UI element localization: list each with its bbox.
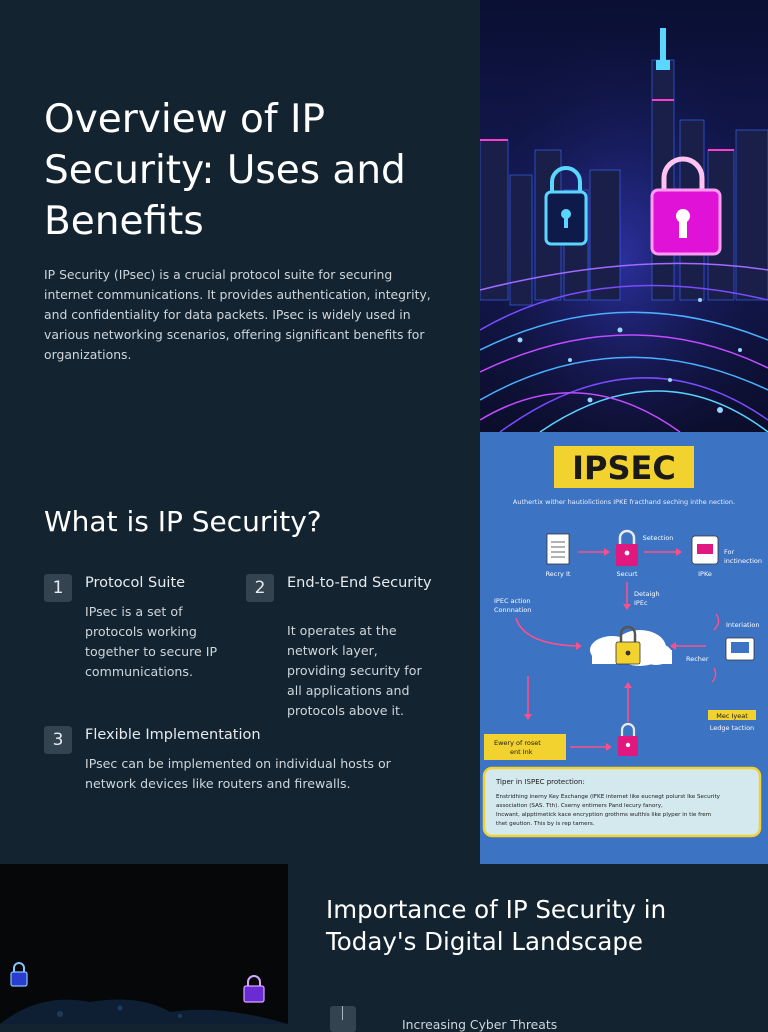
importance-section: Importance of IP Security in Today's Dig… bbox=[0, 864, 768, 1032]
section-title-importance: Importance of IP Security in Today's Dig… bbox=[326, 895, 667, 956]
feature-title: Protocol Suite bbox=[85, 575, 186, 591]
document-icon bbox=[546, 533, 570, 565]
what-is-section: What is IP Security? 1 Protocol Suite IP… bbox=[0, 432, 768, 864]
svg-text:thet geution. This by is rep t: thet geution. This by is rep tamers. bbox=[496, 821, 595, 827]
svg-text:Ledge taction: Ledge taction bbox=[710, 724, 754, 732]
svg-text:ent Ink: ent Ink bbox=[510, 748, 533, 756]
svg-text:Mec Iyeat: Mec Iyeat bbox=[716, 712, 748, 720]
svg-text:Authertix wither hautioliction: Authertix wither hautiolictions IPKE fra… bbox=[513, 498, 735, 506]
pink-lock-icon bbox=[650, 156, 722, 256]
svg-text:inctinection: inctinection bbox=[724, 557, 762, 565]
svg-text:IPEc: IPEc bbox=[634, 599, 648, 607]
number-badge: 1 bbox=[44, 574, 72, 602]
bullet-connector bbox=[342, 1006, 343, 1020]
svg-text:IPEC action: IPEC action bbox=[494, 597, 531, 605]
svg-text:Tiper in ISPEC protection:: Tiper in ISPEC protection: bbox=[495, 778, 585, 786]
svg-text:Recher: Recher bbox=[686, 655, 709, 663]
feature-description: IPsec can be implemented on individual h… bbox=[85, 756, 391, 791]
svg-text:Ewery of roset: Ewery of roset bbox=[494, 739, 541, 747]
bullet-marker bbox=[330, 1006, 356, 1032]
feature-description: IPsec is a set of protocols working toge… bbox=[85, 604, 218, 679]
section-title-what-is: What is IP Security? bbox=[44, 505, 322, 538]
svg-text:Setection: Setection bbox=[643, 534, 674, 542]
feature-title: Flexible Implementation bbox=[85, 727, 261, 743]
svg-text:Recry It: Recry It bbox=[546, 570, 571, 578]
intro-paragraph: IP Security (IPsec) is a crucial protoco… bbox=[44, 267, 431, 362]
world-map-locks-image bbox=[0, 864, 288, 1024]
svg-text:Detaigh: Detaigh bbox=[634, 590, 660, 598]
svg-text:Interiation: Interiation bbox=[726, 621, 760, 629]
feature-title: End-to-End Security bbox=[287, 575, 432, 591]
cloud-lock-icon bbox=[590, 625, 672, 666]
device-icon bbox=[691, 535, 719, 565]
overview-section: Overview of IP Security: Uses and Benefi… bbox=[0, 0, 768, 432]
pink-lock-icon bbox=[616, 529, 638, 566]
svg-text:Securt: Securt bbox=[616, 570, 637, 578]
svg-text:Enstridhing inerny Key Exchang: Enstridhing inerny Key Exchange (IFKE in… bbox=[496, 794, 721, 800]
svg-text:association (SAS. Tth). Cserny: association (SAS. Tth). Cserny entimers … bbox=[496, 803, 663, 809]
computer-icon bbox=[725, 637, 755, 661]
small-lock-icon bbox=[243, 975, 265, 1003]
svg-text:Incwant, alpptimetick kace enc: Incwant, alpptimetick kace encryption gr… bbox=[496, 812, 711, 818]
ipsec-diagram-image: IPSEC Authertix wither hautiolictions IP… bbox=[480, 432, 768, 864]
small-pink-lock-icon bbox=[618, 722, 638, 756]
svg-text:IPKe: IPKe bbox=[698, 570, 712, 578]
svg-text:Connnation: Connnation bbox=[494, 606, 531, 614]
neon-city-locks-image bbox=[480, 0, 768, 432]
blue-lock-icon bbox=[544, 166, 588, 246]
bullet-text: Increasing Cyber Threats bbox=[402, 1017, 558, 1032]
page-title: Overview of IP Security: Uses and Benefi… bbox=[44, 97, 406, 244]
svg-text:For: For bbox=[724, 548, 734, 556]
number-badge: 3 bbox=[44, 726, 72, 754]
small-lock-icon bbox=[10, 962, 28, 987]
feature-description: It operates at the network layer, provid… bbox=[287, 623, 422, 718]
number-badge: 2 bbox=[246, 574, 274, 602]
svg-text:IPSEC: IPSEC bbox=[572, 449, 676, 487]
